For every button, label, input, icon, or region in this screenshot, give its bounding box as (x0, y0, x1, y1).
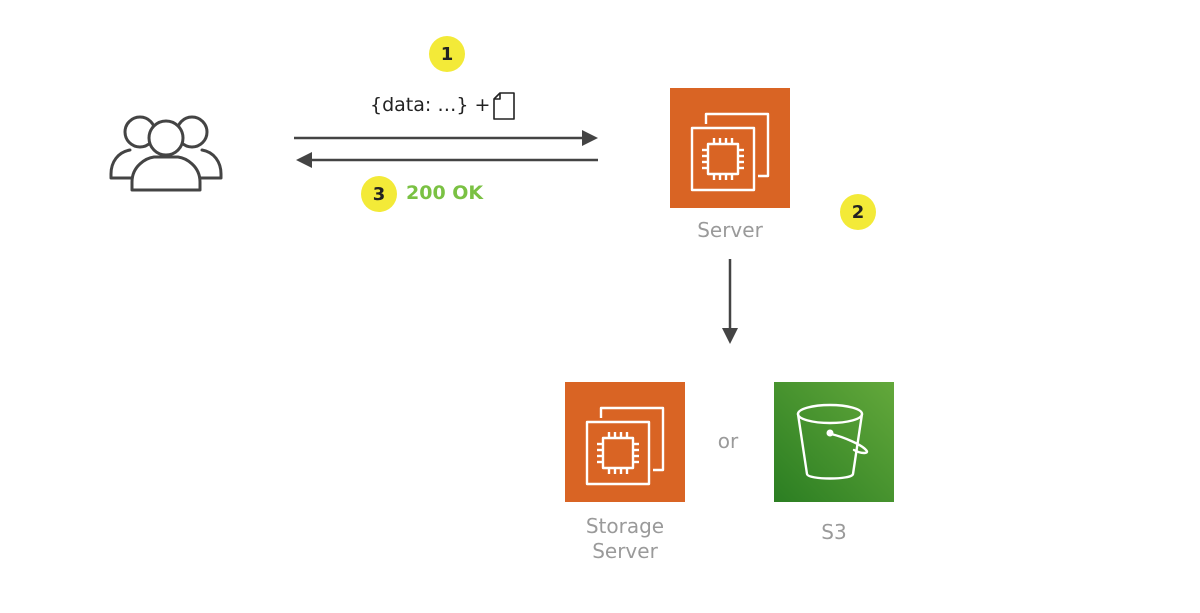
store-arrow (722, 259, 738, 344)
request-payload-label: {data: …} + (370, 94, 490, 116)
storage-server-tile (565, 382, 685, 502)
ec2-instance-icon (670, 88, 790, 208)
s3-bucket-icon (774, 382, 894, 502)
step-3-number: 3 (372, 183, 386, 205)
request-payload-text: {data: …} + (370, 94, 491, 116)
step-1-number: 1 (440, 43, 454, 65)
storage-server-label-line1: Storage (585, 514, 665, 538)
response-arrow (296, 152, 598, 168)
storage-server-label: Storage Server (555, 514, 695, 564)
or-connector: or (717, 429, 739, 453)
users-icon (109, 115, 223, 192)
server-tile (670, 88, 790, 208)
step-1-badge: 1 (429, 36, 465, 72)
response-status: 200 OK (406, 182, 484, 204)
step-3-badge: 3 (361, 176, 397, 212)
file-icon (493, 92, 515, 120)
server-label: Server (697, 218, 763, 242)
s3-tile (774, 382, 894, 502)
ec2-instance-icon (565, 382, 685, 502)
s3-label: S3 (821, 520, 847, 544)
step-2-number: 2 (851, 201, 865, 223)
step-2-badge: 2 (840, 194, 876, 230)
storage-server-label-line2: Server (592, 539, 658, 563)
request-arrow (294, 130, 598, 146)
